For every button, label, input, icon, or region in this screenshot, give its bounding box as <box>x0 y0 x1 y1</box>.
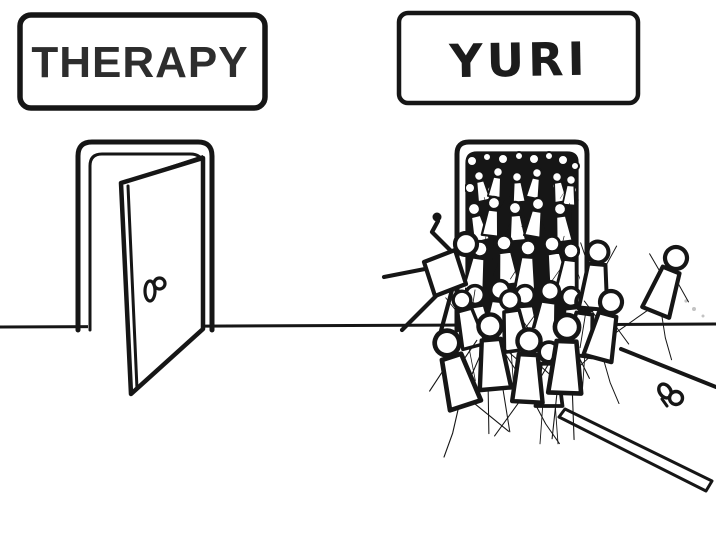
therapy-sign: THERAPY <box>17 12 268 111</box>
stick-figure-head <box>482 152 492 162</box>
therapy-door-knob <box>143 276 167 303</box>
fallen-door-far-edge <box>619 347 716 389</box>
therapy-door-panel <box>118 155 206 397</box>
stick-figure-head <box>570 161 580 171</box>
yuri-sign-plate <box>396 10 641 106</box>
stick-figure-run <box>614 237 712 359</box>
yuri-door-frame-outer <box>454 139 590 333</box>
yuri-door <box>454 139 590 333</box>
flying-figure-fist <box>432 212 442 222</box>
fallen-door-knob <box>657 382 685 408</box>
stick-figure-head <box>466 155 478 167</box>
stick-figure-head <box>528 153 540 165</box>
therapy-sign-label: THERAPY <box>31 38 248 87</box>
therapy-sign-plate <box>17 12 268 111</box>
therapy-door-frame-outer <box>75 139 215 333</box>
stick-figure-head <box>465 182 476 194</box>
yuri-sign-label: YURI <box>448 32 589 88</box>
stick-figure-head <box>514 151 524 161</box>
fallen-door-near-edge <box>557 407 714 493</box>
stick-figure-head <box>557 154 569 166</box>
therapy-door-edge-thickness <box>126 184 139 391</box>
stick-figure-head <box>544 151 554 161</box>
therapy-door <box>75 139 215 397</box>
flying-figure <box>381 212 480 345</box>
yuri-sign: YURI <box>396 10 641 106</box>
stick-figure-head <box>497 153 509 165</box>
